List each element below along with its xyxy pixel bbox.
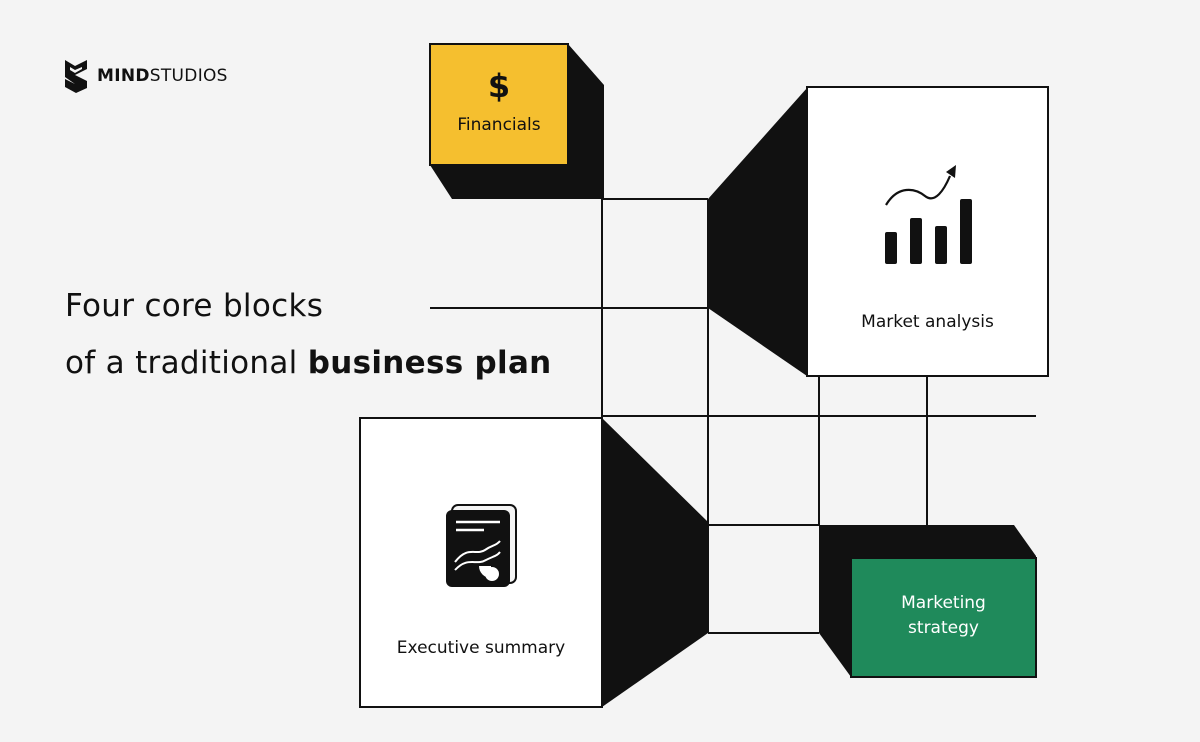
market-analysis-label: Market analysis [861,312,994,332]
mindstudios-logo-icon [65,60,87,93]
financials-block-shadow [430,44,604,199]
executive-summary-block-shadow [602,418,708,707]
marketing-strategy-block-face [850,557,1037,678]
report-document-icon [446,504,517,587]
logo-text-regular: STUDIOS [149,66,228,86]
market-analysis-block [708,86,1049,377]
marketing-strategy-label: Marketing strategy [901,593,986,638]
logo: MINDSTUDIOS [63,58,228,94]
title-line-1: Four core blocks [65,288,324,324]
financials-block [429,43,604,199]
financials-block-face [429,43,569,166]
logo-text: MINDSTUDIOS [97,66,228,86]
marketing-strategy-block [819,525,1037,678]
logo-text-bold: MIND [97,66,150,86]
executive-summary-block [359,417,708,708]
executive-summary-label: Executive summary [396,638,566,658]
bar-chart-trend-icon [885,165,972,264]
title-line-2-bold: business plan [307,345,552,381]
market-analysis-block-face [806,86,1049,377]
financials-label: Financials [457,115,541,135]
title-line-2-regular: of a traditional [65,345,308,381]
title-line-2: of a traditional business plan [65,335,552,392]
page-title: Four core blocks of a traditional busine… [65,278,552,392]
market-analysis-block-shadow [708,88,807,376]
financials-symbol: $ [487,67,511,105]
